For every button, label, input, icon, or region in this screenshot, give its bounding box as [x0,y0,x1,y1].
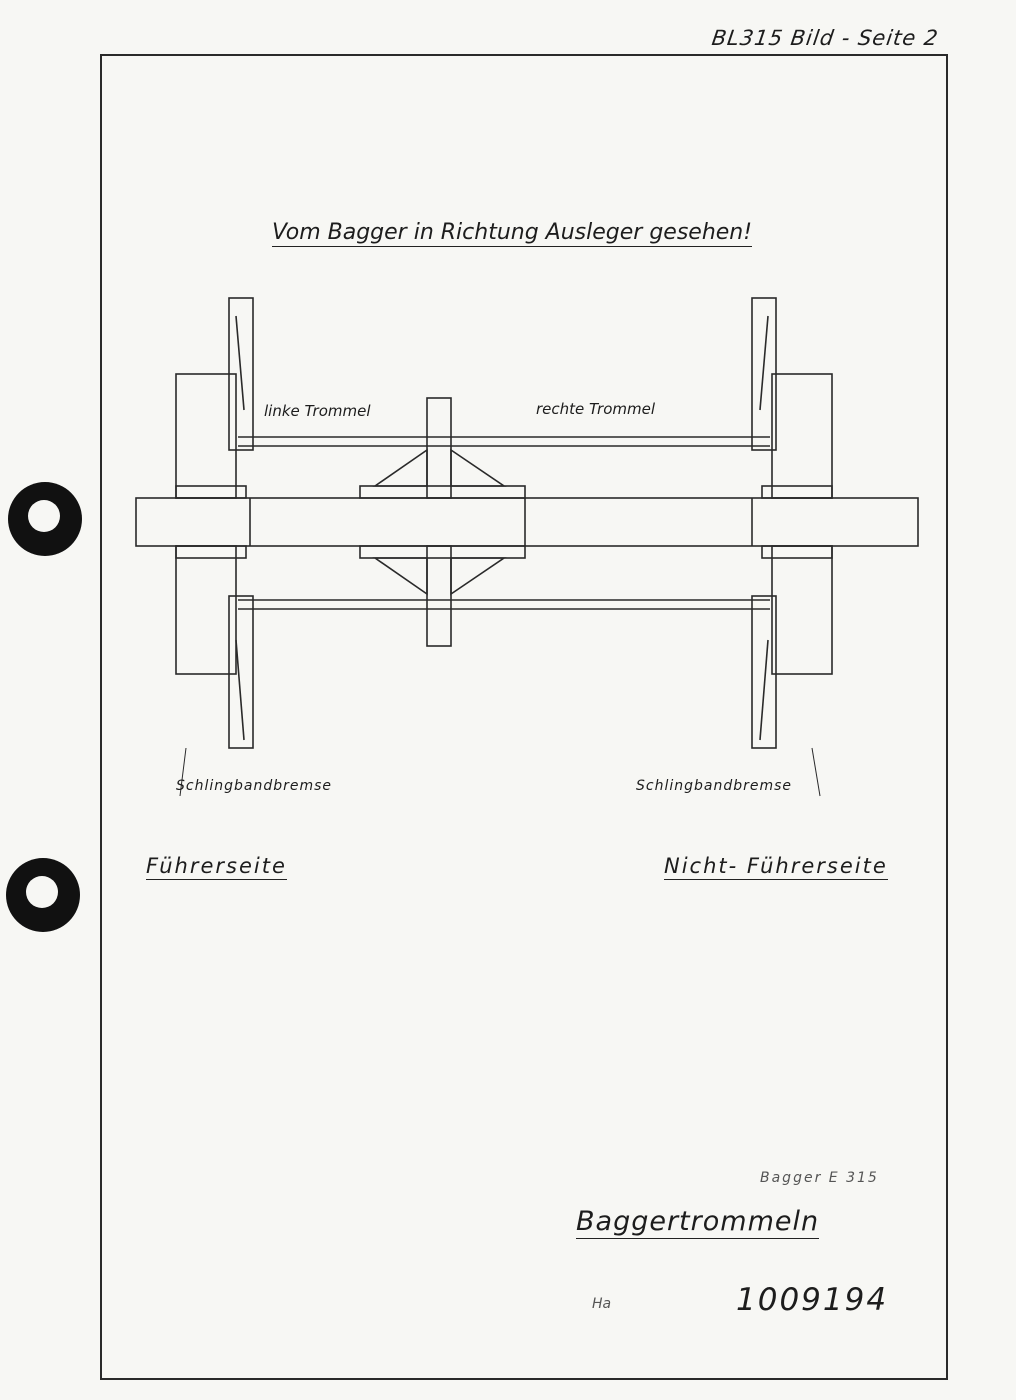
left-drum-hub [175,373,247,675]
title-block-small-ref: Bagger E 315 [760,1170,879,1186]
right-drum-hub [761,373,833,675]
drum-tubes [238,436,770,610]
label-right-drum: rechte Trommel [536,400,655,418]
leader-lines [179,747,821,797]
title-block-drawing-title: Baggertrommeln [576,1206,820,1239]
view-direction-title: Vom Bagger in Richtung Ausleger gesehen! [272,220,753,247]
main-shaft [135,497,919,547]
label-driver-side: Führerseite [146,854,287,880]
punch-hole [8,482,82,556]
right-brake-disk [751,297,777,749]
title-block-initials: Ha [592,1296,612,1312]
label-brake-left: Schlingbandbremse [176,778,333,794]
label-nondriver-side: Nicht- Führerseite [664,854,888,880]
drawing-frame [100,54,948,1380]
punch-hole [6,858,80,932]
title-block-drawing-number: 1009194 [736,1282,889,1318]
label-left-drum: linke Trommel [264,402,371,420]
label-brake-right: Schlingbandbremse [636,778,793,794]
center-clutch [359,397,526,647]
